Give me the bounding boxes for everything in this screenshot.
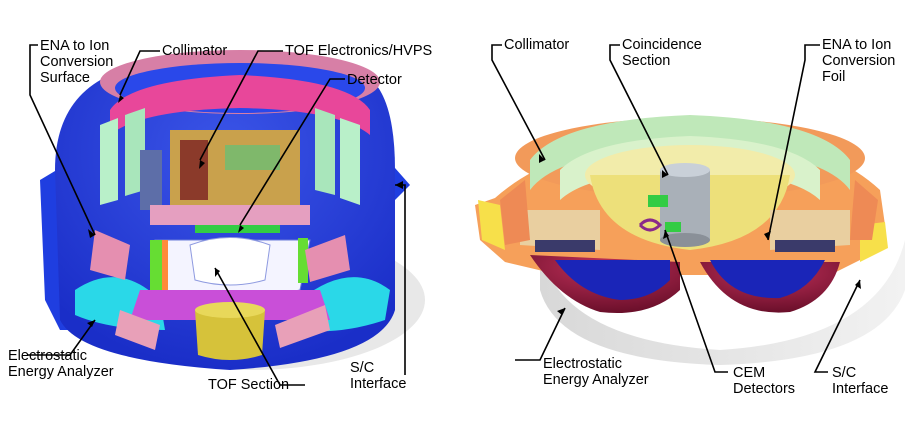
label-electrostatic-energy-analyzer-right: Electrostatic Energy Analyzer: [543, 356, 649, 388]
left-collimator-plate-3: [315, 108, 335, 195]
left-tof-tube: [195, 305, 265, 360]
leader-electrostatic-right: [515, 307, 566, 361]
right-cem-detector-1: [648, 195, 668, 207]
left-collimator-band: [110, 75, 370, 135]
right-rib-l: [500, 180, 530, 245]
label-coincidence-section: Coincidence Section: [622, 37, 702, 69]
arrow-ena-left: [88, 229, 95, 238]
label-ena-to-ion-conversion-surface: ENA to Ion Conversion Surface: [40, 38, 114, 86]
left-hvps-board: [180, 140, 208, 200]
right-cem-detector-2: [665, 222, 681, 232]
leader-coincidence: [609, 44, 669, 176]
leader-collimator-right: [491, 44, 546, 161]
left-detector-bar: [195, 225, 280, 233]
label-tof-electronics-hvps: TOF Electronics/HVPS: [285, 43, 433, 59]
left-collimator-plate-4: [340, 118, 360, 205]
arrow-sc-interface-left: [395, 181, 403, 189]
leader-collimator-left: [119, 50, 160, 96]
label-sc-interface-left: S/C Interface: [350, 360, 407, 392]
arrow-collimator-right: [539, 154, 545, 163]
leader-electrostatic-left: [28, 319, 96, 356]
leader-tof-section: [214, 267, 305, 386]
label-cem-detectors: CEM Detectors: [733, 365, 796, 397]
left-collimator-plate-1: [100, 118, 118, 205]
arrow-tof-electronics: [199, 160, 205, 169]
label-collimator-left: Collimator: [162, 43, 228, 59]
left-electronics-board: [225, 145, 280, 170]
right-rib-r: [850, 180, 878, 240]
arrowheads: [87, 95, 861, 327]
left-conversion-surface-2: [305, 235, 350, 282]
right-cylinder-top: [660, 163, 710, 177]
right-purple-loop: [638, 218, 663, 232]
label-electrostatic-energy-analyzer-left: Electrostatic Energy Analyzer: [8, 348, 114, 380]
arrow-sc-interface-right: [855, 280, 861, 289]
arrow-electrostatic-left: [87, 320, 95, 327]
left-orange-column: [162, 240, 168, 300]
right-flange-tab-l: [478, 200, 505, 250]
leader-ena-to-ion-left: [29, 44, 96, 236]
arrow-tof-section: [215, 268, 220, 277]
left-green-column-right: [298, 238, 308, 283]
arrow-cem-detectors: [663, 230, 669, 239]
right-array-r: [775, 240, 835, 252]
leader-tof-electronics: [199, 50, 283, 161]
arrow-collimator-left: [118, 95, 124, 103]
arrow-electrostatic-right: [557, 308, 565, 315]
label-tof-section: TOF Section: [208, 377, 290, 393]
right-array-l: [535, 240, 595, 252]
right-collimator-ring: [530, 115, 850, 190]
label-detector: Detector: [347, 72, 402, 88]
right-instrument: [475, 115, 905, 365]
leader-detector: [239, 78, 345, 226]
left-green-column: [150, 240, 162, 300]
left-tof-tube-top: [195, 302, 265, 318]
leader-ena-to-ion-foil: [767, 44, 820, 241]
label-ena-to-ion-conversion-foil: ENA to Ion Conversion Foil: [822, 37, 896, 85]
arrow-detector: [238, 225, 244, 233]
arrow-coincidence: [662, 170, 668, 178]
leader-cem-detectors: [664, 229, 728, 373]
left-instrument: [40, 50, 425, 370]
leader-sc-interface-right: [813, 279, 861, 373]
arrow-ena-foil: [764, 231, 771, 240]
left-tof-core: [189, 237, 271, 286]
right-cylinder-bottom: [660, 233, 710, 247]
right-analyzer-inner-l: [555, 260, 670, 300]
right-shadow: [540, 240, 905, 365]
left-side-panel: [140, 150, 162, 210]
left-analyzer-plate-2: [275, 305, 330, 348]
left-analyzer-plate-1: [115, 310, 160, 350]
label-sc-interface-right: S/C Interface: [832, 365, 889, 397]
right-analyzer-inner-r: [710, 260, 825, 299]
label-collimator-right: Collimator: [504, 37, 570, 53]
left-conversion-surface: [90, 230, 130, 280]
left-plate-stack: [150, 205, 310, 225]
